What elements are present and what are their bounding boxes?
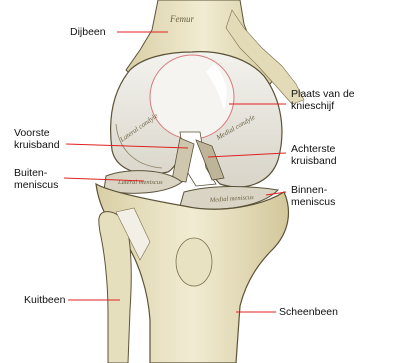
label-anterior-cruciate-ligament: Voorste kruisband <box>14 127 60 151</box>
label-lateral-meniscus: Buiten- meniscus <box>14 167 58 191</box>
label-lateral-meniscus-line2: meniscus <box>14 179 58 191</box>
label-lateral-meniscus-line1: Buiten- <box>14 167 58 179</box>
fibula-bone <box>99 212 132 363</box>
label-acl-line2: kruisband <box>14 139 60 151</box>
label-medial-meniscus-line2: meniscus <box>291 196 335 208</box>
label-acl-line1: Voorste <box>14 127 60 139</box>
label-medial-meniscus-line1: Binnen- <box>291 184 335 196</box>
label-pcl-line1: Achterste <box>291 143 337 155</box>
femur-engraving: Femur <box>169 14 194 24</box>
label-patella-surface: Plaats van de knieschijf <box>291 88 355 112</box>
tibial-tuberosity <box>176 238 212 286</box>
label-posterior-cruciate-ligament: Achterste kruisband <box>291 143 337 167</box>
label-medial-meniscus: Binnen- meniscus <box>291 184 335 208</box>
label-fibula: Kuitbeen <box>24 294 65 306</box>
label-pcl-line2: kruisband <box>291 155 337 167</box>
label-patella-surface-line2: knieschijf <box>291 100 355 112</box>
label-patella-surface-line1: Plaats van de <box>291 88 355 100</box>
label-tibia: Scheenbeen <box>279 306 338 318</box>
label-femur: Dijbeen <box>70 26 106 38</box>
